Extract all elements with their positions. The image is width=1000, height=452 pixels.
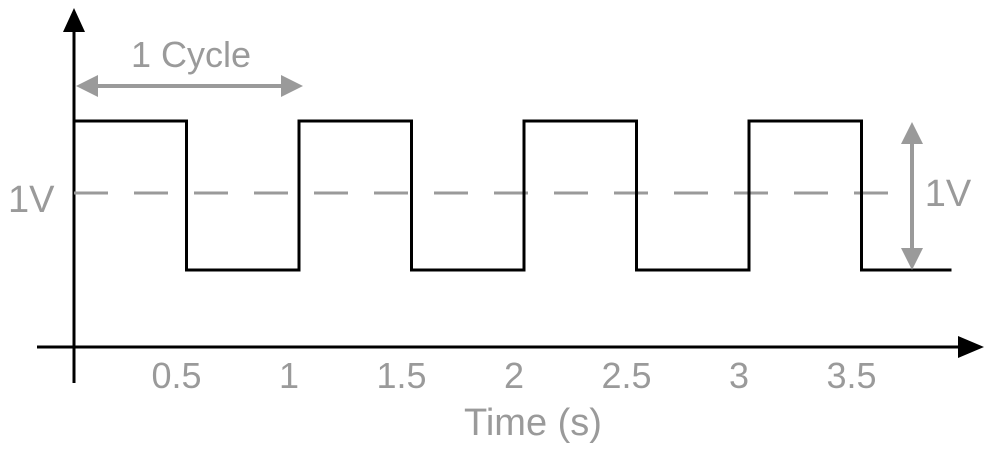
amplitude-arrow-bottom-head	[901, 248, 923, 270]
period-label: 1 Cycle	[131, 34, 251, 75]
x-tick-label: 1.5	[376, 355, 426, 396]
x-axis-title: Time (s)	[464, 402, 602, 444]
x-tick-label: 3.5	[826, 355, 876, 396]
amplitude-arrow-top-head	[901, 122, 923, 144]
axes	[37, 8, 984, 383]
period-arrow-left-head	[76, 75, 98, 97]
mean-level-label: 1V	[8, 179, 55, 221]
x-tick-label: 0.5	[151, 355, 201, 396]
x-axis-arrowhead	[958, 336, 984, 358]
amplitude-label: 1V	[925, 173, 972, 215]
x-tick-label: 2.5	[601, 355, 651, 396]
x-axis-tick-labels: 0.5 1 1.5 2 2.5 3 3.5	[151, 355, 876, 396]
square-waveform	[74, 119, 952, 272]
period-annotation: 1 Cycle	[76, 34, 303, 97]
y-axis-arrowhead	[63, 8, 85, 32]
amplitude-annotation: 1V	[901, 122, 972, 270]
x-tick-label: 3	[729, 355, 749, 396]
x-tick-label: 1	[279, 355, 299, 396]
x-tick-label: 2	[504, 355, 524, 396]
period-arrow-right-head	[281, 75, 303, 97]
